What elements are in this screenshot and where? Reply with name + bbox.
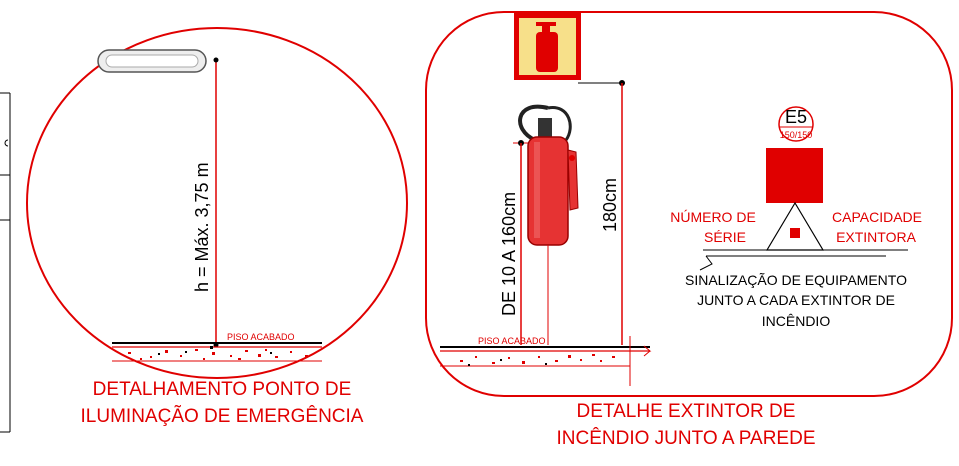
capacity-label-1: CAPACIDADE bbox=[832, 209, 922, 225]
note-line-1: SINALIZAÇÃO DE EQUIPAMENTO bbox=[685, 272, 907, 288]
caption-line-1: DETALHE EXTINTOR DE bbox=[577, 401, 796, 422]
serial-label-2: SÉRIE bbox=[704, 229, 746, 245]
emergency-lighting-detail: h = Máx. 3,75 m PISO ACABADO DETALHA bbox=[26, 27, 408, 427]
note-bracket bbox=[699, 255, 886, 271]
badge-capacity: 150/150 bbox=[780, 130, 813, 140]
height-range-label: DE 10 A 160cm bbox=[499, 192, 519, 316]
left-table-fragment bbox=[0, 92, 11, 433]
floor-slab bbox=[440, 336, 652, 386]
detail-circle bbox=[26, 27, 408, 379]
floor-label: PISO ACABADO bbox=[478, 336, 546, 346]
equipment-badge-icon bbox=[778, 106, 814, 142]
detail-frame bbox=[425, 11, 953, 397]
floor-marking-square bbox=[766, 148, 823, 203]
fire-extinguisher-icon bbox=[518, 104, 579, 246]
sign-height-label: 180cm bbox=[600, 178, 620, 232]
caption-line-1: DETALHAMENTO PONTO DE bbox=[93, 379, 352, 400]
floor-slab bbox=[112, 342, 322, 362]
floor-label: PISO ACABADO bbox=[227, 332, 295, 342]
caption-line-2: INCÊNDIO JUNTO A PAREDE bbox=[556, 427, 815, 449]
note-line-3: INCÊNDIO bbox=[762, 313, 831, 329]
capacity-label-2: EXTINTORA bbox=[836, 229, 917, 245]
caption-line-2: ILUMINAÇÃO DE EMERGÊNCIA bbox=[81, 405, 364, 427]
extinguisher-sign-icon bbox=[514, 13, 581, 80]
emergency-luminaire-icon bbox=[97, 49, 207, 73]
serial-label-1: NÚMERO DE bbox=[670, 209, 756, 225]
fire-extinguisher-detail: 180cm DE 10 A 160cm bbox=[425, 11, 953, 449]
note-line-2: JUNTO A CADA EXTINTOR DE bbox=[697, 292, 895, 308]
floor-marking-triangle bbox=[703, 201, 908, 251]
badge-code: E5 bbox=[785, 107, 807, 127]
height-label: h = Máx. 3,75 m bbox=[192, 162, 212, 292]
